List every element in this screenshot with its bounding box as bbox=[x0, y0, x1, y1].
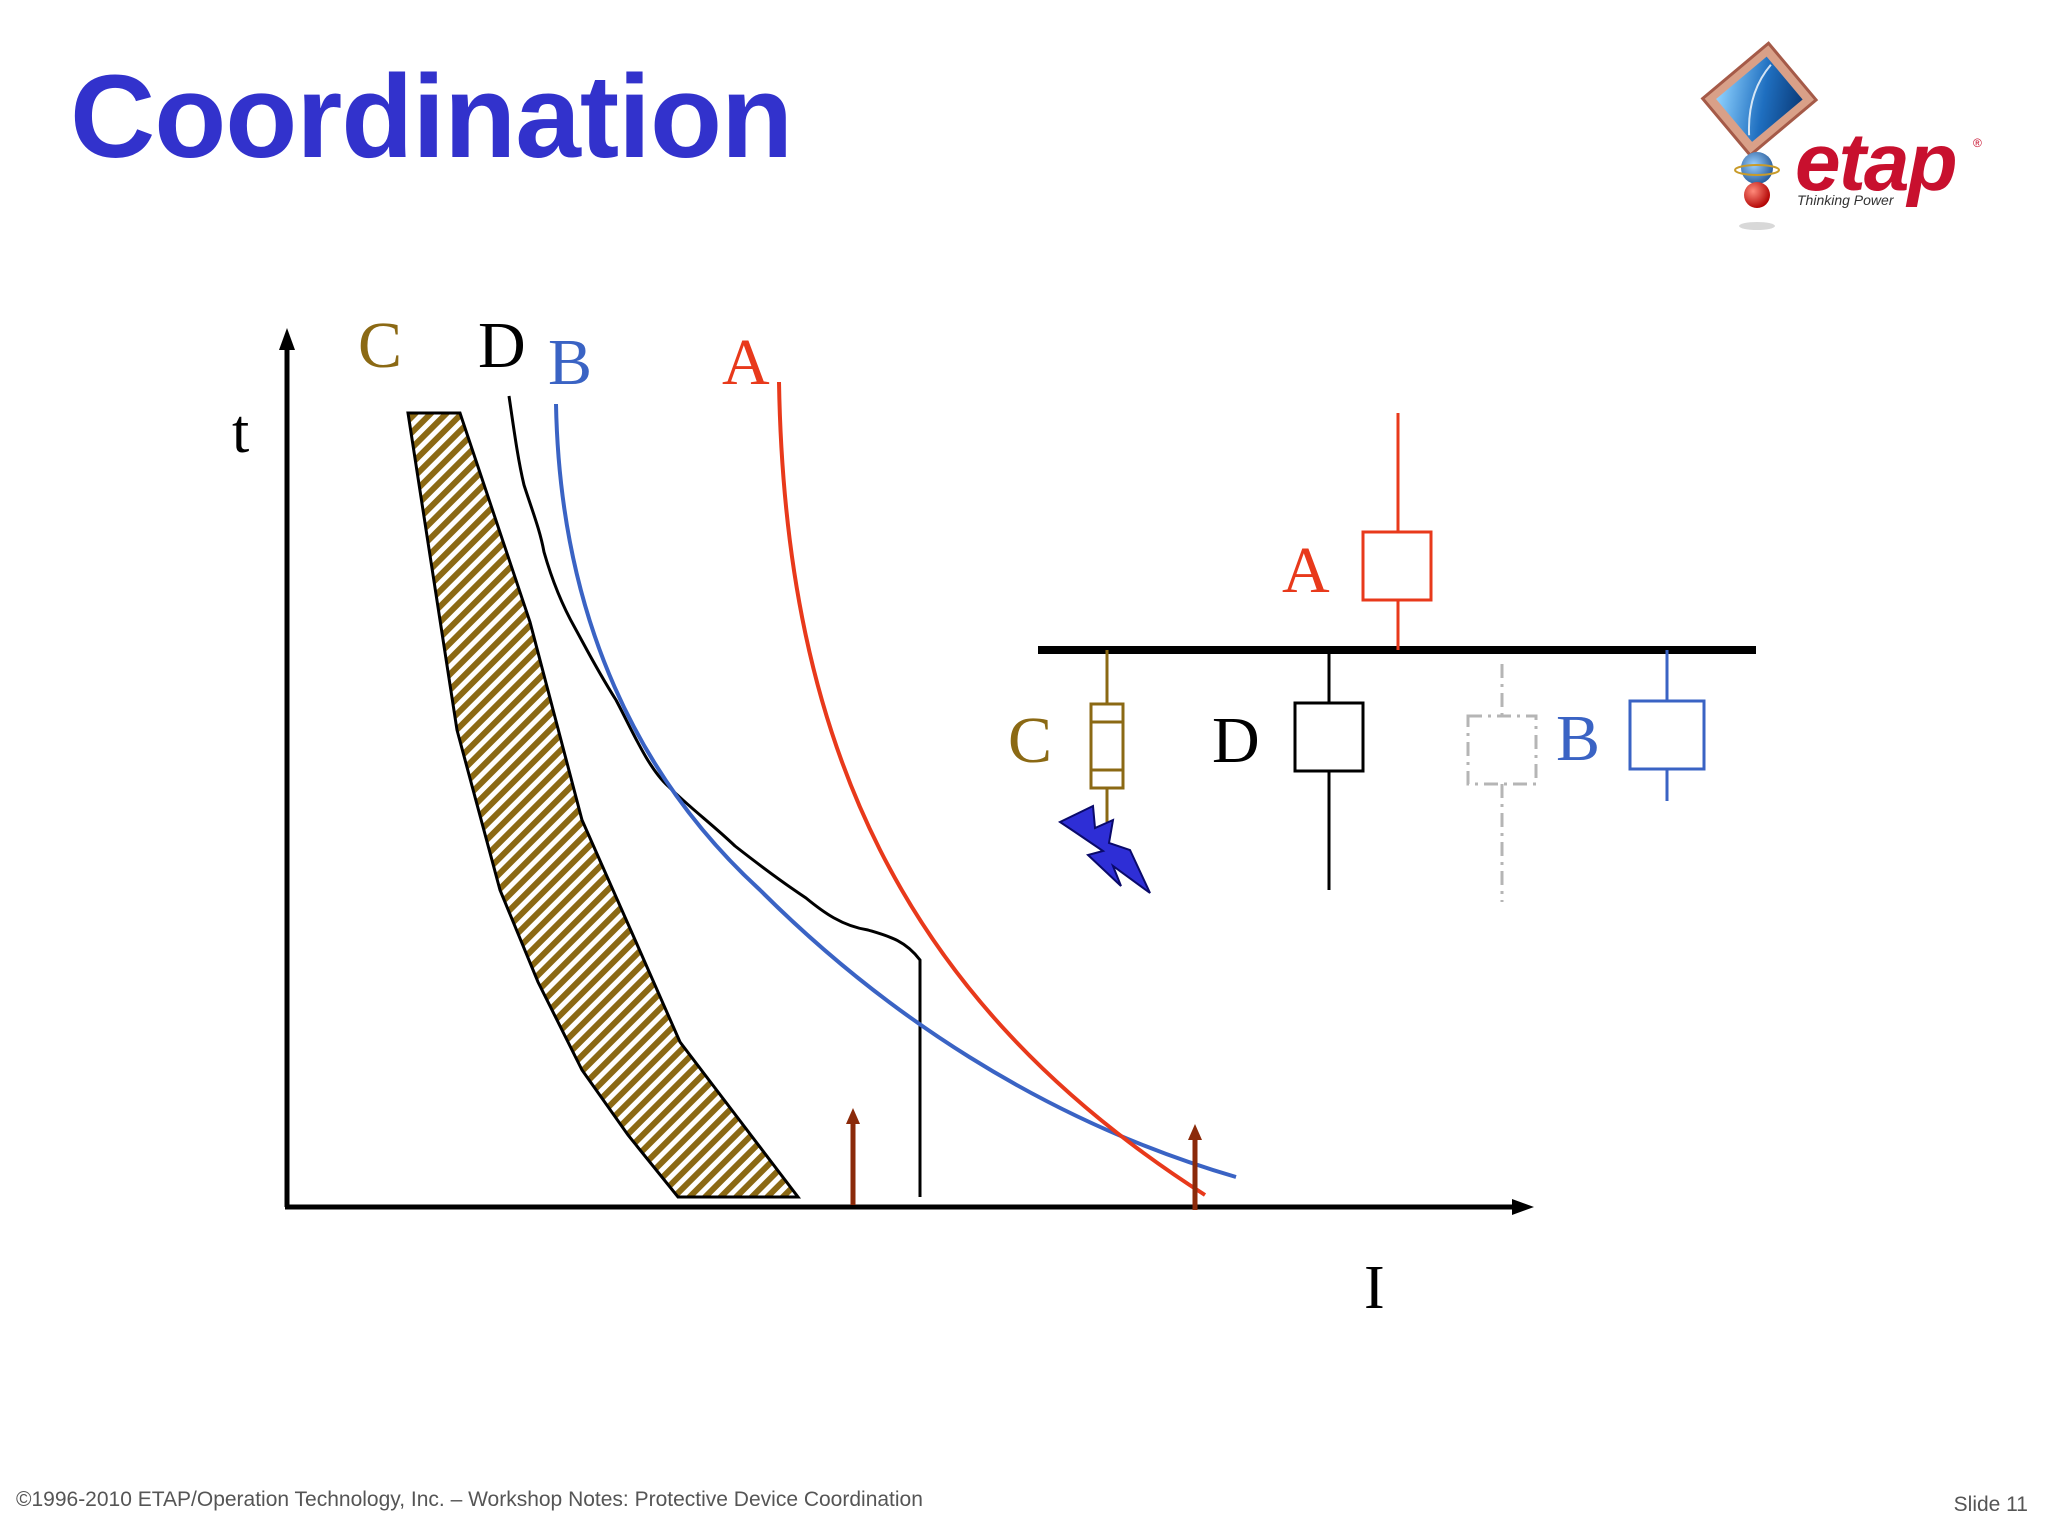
curve-b bbox=[554, 403, 1237, 1179]
etap-logo-graphic bbox=[1700, 41, 1819, 230]
y-axis-label: t bbox=[232, 398, 249, 466]
device-c-fuse bbox=[1089, 650, 1125, 822]
curve-label-b: B bbox=[548, 326, 592, 399]
curve-label-a: A bbox=[722, 326, 770, 399]
device-dashed-breaker bbox=[1466, 664, 1538, 902]
fault-current-arrow-2 bbox=[1188, 1124, 1202, 1210]
slide-number: Slide 11 bbox=[1953, 1493, 2028, 1516]
footer-copyright: ©1996-2010 ETAP/Operation Technology, In… bbox=[16, 1488, 923, 1511]
device-label-d: D bbox=[1212, 704, 1260, 777]
device-d-breaker bbox=[1293, 650, 1365, 890]
tcc-axes bbox=[279, 328, 1534, 1215]
device-label-a: A bbox=[1282, 534, 1330, 607]
x-axis-label: I bbox=[1364, 1254, 1385, 1322]
logo-tagline: Thinking Power bbox=[1797, 192, 1894, 208]
curve-d-relay bbox=[507, 395, 922, 1197]
curve-label-d: D bbox=[478, 309, 526, 382]
one-line-diagram: A C D B bbox=[1008, 413, 1756, 902]
y-axis-arrowhead bbox=[279, 328, 295, 350]
slide-title: Coordination bbox=[70, 51, 793, 183]
logo-registered-mark: ® bbox=[1973, 136, 1982, 150]
device-label-c: C bbox=[1008, 704, 1052, 777]
etap-logo: etap ® Thinking Power bbox=[1695, 40, 1995, 240]
curve-label-c: C bbox=[358, 309, 402, 382]
x-axis-arrowhead bbox=[1512, 1199, 1534, 1215]
logo-wordmark: etap bbox=[1795, 117, 1958, 208]
fault-lightning-icon bbox=[1057, 804, 1151, 894]
device-label-b: B bbox=[1556, 702, 1600, 775]
curve-a bbox=[777, 381, 1207, 1197]
fault-current-arrow-1 bbox=[846, 1108, 860, 1205]
device-b-breaker bbox=[1628, 650, 1706, 801]
curve-c-fuse-band bbox=[406, 411, 802, 1199]
device-a-breaker bbox=[1361, 413, 1433, 650]
